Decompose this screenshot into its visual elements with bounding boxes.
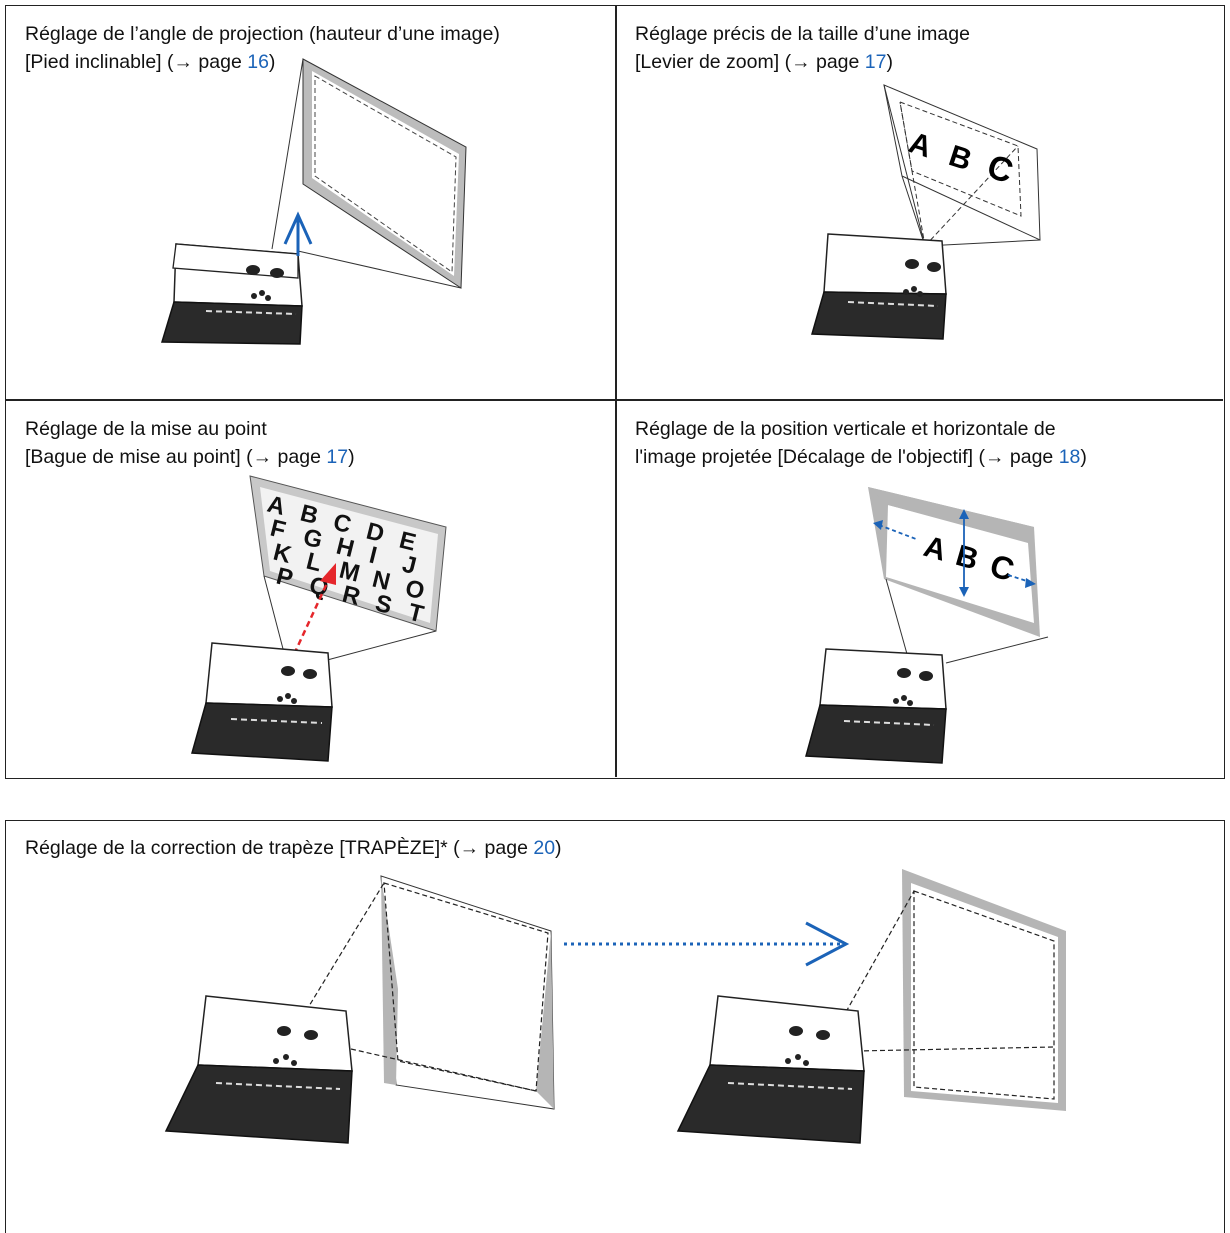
projector-icon [805, 648, 947, 764]
grid-letter: N [370, 566, 393, 596]
grid-letter: B [298, 500, 321, 530]
projector-icon [191, 642, 333, 762]
caption-line-1: Réglage de l’angle de projection (hauteu… [25, 23, 500, 45]
keystone-illustration [164, 869, 1066, 1144]
page-link[interactable]: 20 [533, 837, 556, 859]
grid-letter: S [373, 590, 395, 620]
projector-icon [811, 233, 947, 340]
caption-line-2: l'image projetée [Décalage de l'objectif… [635, 446, 1087, 468]
grid-divider-horizontal [6, 399, 1223, 401]
up-arrow-icon [283, 211, 313, 256]
projector-icon [164, 995, 353, 1144]
transition-arrow-icon [564, 921, 850, 967]
panel-caption: Réglage de la mise au point [Bague de mi… [25, 415, 355, 471]
page-link[interactable]: 17 [864, 51, 887, 73]
grid-letter: J [400, 551, 419, 580]
zoom-illustration: A B C [811, 84, 1041, 340]
caption-line-1: Réglage précis de la taille d’une image [635, 23, 970, 45]
focus-arrow-icon [288, 563, 336, 664]
shift-arrows-icon [873, 509, 1036, 597]
illustration-grid: Réglage de l’angle de projection (hauteu… [5, 5, 1225, 779]
projector-icon [676, 995, 865, 1144]
page-link[interactable]: 17 [326, 446, 349, 468]
grid-letter: T [406, 599, 427, 629]
grid-letter: K [271, 539, 295, 570]
panel-keystone: Réglage de la correction de trapèze [TRA… [5, 820, 1225, 1233]
panel-tilt-foot: Réglage de l’angle de projection (hauteu… [6, 6, 615, 399]
caption-line-1: Réglage de la mise au point [25, 418, 267, 440]
projector-icon [160, 243, 303, 345]
grid-letter: L [304, 548, 325, 578]
grid-divider-vertical [615, 6, 617, 777]
grid-letter: C [331, 509, 354, 539]
panel-caption: Réglage de la position verticale et hori… [635, 415, 1087, 471]
lens-shift-illustration: A B C [805, 487, 1049, 764]
grid-letter: H [334, 533, 357, 563]
grid-letter: P [274, 563, 296, 593]
caption-line-1: Réglage de la position verticale et hori… [635, 418, 1056, 440]
panel-caption: Réglage précis de la taille d’une image … [635, 20, 970, 76]
panel-lens-shift: Réglage de la position verticale et hori… [616, 401, 1225, 779]
caption-line-2: [Bague de mise au point] (→ page 17) [25, 446, 355, 468]
grid-letter: E [397, 527, 419, 557]
caption-line-2: [Pied inclinable] (→ page 16) [25, 51, 276, 73]
panel-zoom-lever: Réglage précis de la taille d’une image … [616, 6, 1225, 399]
panel-focus-ring: Réglage de la mise au point [Bague de mi… [6, 401, 615, 779]
page-link[interactable]: 18 [1058, 446, 1081, 468]
grid-letter: A [265, 491, 288, 521]
grid-letter: R [340, 581, 363, 611]
panel-caption: Réglage de la correction de trapèze [TRA… [25, 837, 562, 859]
caption-line-2: [Levier de zoom] (→ page 17) [635, 51, 893, 73]
tilt-illustration [160, 58, 467, 345]
page-link[interactable]: 16 [247, 51, 269, 73]
panel-caption: Réglage de l’angle de projection (hauteu… [25, 20, 500, 76]
grid-letter: F [268, 515, 289, 545]
grid-letter: D [364, 518, 387, 548]
